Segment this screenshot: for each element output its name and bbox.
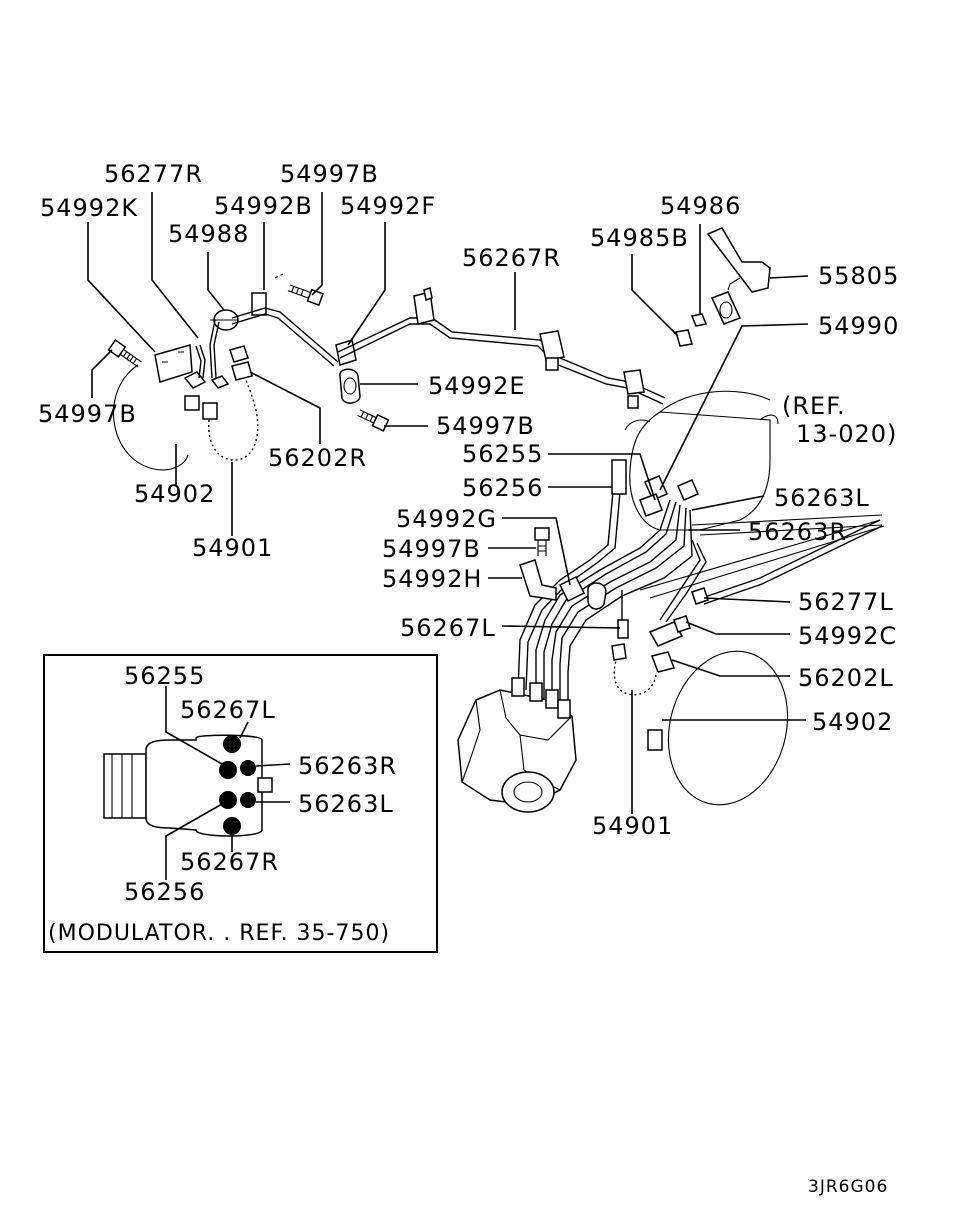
central-tube-bundle <box>517 459 883 806</box>
label-54997b-top: 54997B <box>280 160 379 188</box>
label-56202r: 56202R <box>268 444 367 472</box>
label-54985b: 54985B <box>590 224 689 252</box>
left-hose-assembly <box>107 273 339 471</box>
label-54988: 54988 <box>168 220 249 248</box>
inset-label-56267l: 56267L <box>180 696 276 724</box>
rear-tube-56267r <box>335 287 666 432</box>
leader-lines <box>87 192 809 814</box>
inset-frame <box>43 654 438 953</box>
label-56263r: 56263R <box>748 518 847 546</box>
port-56267l <box>223 735 241 753</box>
label-56267r-top: 56267R <box>462 244 561 272</box>
diagram-code: 3JR6G06 <box>808 1177 888 1197</box>
label-56255: 56255 <box>462 440 543 468</box>
port-56263r <box>240 760 256 776</box>
label-54992f: 54992F <box>340 192 436 220</box>
label-56202l: 56202L <box>798 664 894 692</box>
label-54986: 54986 <box>660 192 741 220</box>
inset-label-56256: 56256 <box>124 878 205 906</box>
label-56267l: 56267L <box>400 614 496 642</box>
label-54901-right: 54901 <box>592 812 673 840</box>
label-54902-right: 54902 <box>812 708 893 736</box>
label-54901-left: 54901 <box>192 534 273 562</box>
label-54992b: 54992B <box>214 192 313 220</box>
inset-caption: (MODULATOR. . REF. 35-750) <box>48 921 390 946</box>
body-outline <box>624 390 885 599</box>
label-56277r: 56277R <box>104 160 203 188</box>
upper-right-brackets <box>675 227 771 347</box>
label-56256: 56256 <box>462 474 543 502</box>
label-ref-line1: (REF. <box>782 392 846 420</box>
label-54992e: 54992E <box>428 372 526 400</box>
port-56263l <box>240 792 256 808</box>
inset-label-56263l: 56263L <box>298 790 394 818</box>
port-56267r <box>223 817 241 835</box>
inset-label-56255: 56255 <box>124 662 205 690</box>
label-54992g: 54992G <box>396 505 497 533</box>
label-54992h: 54992H <box>382 565 482 593</box>
port-56256 <box>219 791 237 809</box>
label-ref-line2: 13-020) <box>796 420 897 448</box>
part-labels: 56277R 54997B 54992K 54992B 54992F 54988… <box>38 160 899 840</box>
label-54992c: 54992C <box>798 622 897 650</box>
label-55805: 55805 <box>818 262 899 290</box>
label-54997b-mid: 54997B <box>436 412 535 440</box>
label-54990: 54990 <box>818 312 899 340</box>
inset-label-56263r: 56263R <box>298 752 397 780</box>
port-56255 <box>219 761 237 779</box>
abs-modulator <box>457 677 577 813</box>
label-56263l: 56263L <box>774 484 870 512</box>
label-54902-left: 54902 <box>134 480 215 508</box>
label-56277l: 56277L <box>798 588 894 616</box>
modulator-inset: 56255 56267L 56263R 56263L 56267R 56256 … <box>43 654 438 953</box>
label-54997b-left: 54997B <box>38 400 137 428</box>
label-54992k: 54992K <box>40 194 138 222</box>
inset-label-56267r: 56267R <box>180 848 279 876</box>
label-54997b-low: 54997B <box>382 535 481 563</box>
